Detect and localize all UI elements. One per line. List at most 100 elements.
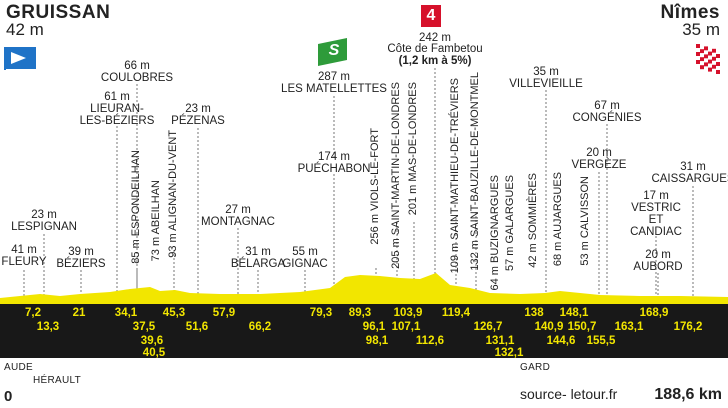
place-name: VILLEVIEILLE — [509, 78, 583, 90]
km-mark: 96,1 — [362, 321, 386, 333]
place-name: LIEURAN- — [90, 103, 144, 115]
place-altitude: 27 m — [225, 204, 251, 216]
region-herault: HÉRAULT — [33, 375, 82, 386]
place-vertical-label: 68 m AUJARGUES — [552, 172, 564, 267]
start-km: 0 — [4, 388, 13, 405]
elevation-area — [0, 273, 728, 304]
km-mark: 168,9 — [639, 307, 669, 319]
km-mark: 89,3 — [348, 307, 372, 319]
km-mark: 131,1 — [485, 335, 515, 347]
place-name: CAISSARGUES — [651, 173, 728, 185]
km-mark: 7,2 — [25, 307, 41, 319]
place-vertical-label: 73 m ABEILHAN — [150, 180, 162, 262]
km-mark: 37,5 — [132, 321, 156, 333]
place-altitude: 39 m — [68, 246, 94, 258]
km-mark: 51,6 — [185, 321, 209, 333]
sprint-name: LES MATELLETTES — [281, 83, 387, 95]
sprint-altitude: 287 m — [318, 71, 350, 83]
km-mark: 107,1 — [391, 321, 421, 333]
place-vertical-label: 205 m SAINT-MARTIN-DE-LONDRES — [390, 82, 402, 269]
place-vertical-label: 42 m SOMMIÈRES — [527, 173, 539, 268]
place-name: CONGÉNIES — [572, 112, 642, 124]
start-flag-icon — [4, 47, 36, 70]
place-name: MONTAGNAC — [201, 216, 275, 228]
place-name: VERGÈZE — [571, 159, 627, 171]
place-name: GIGNAC — [282, 258, 328, 270]
place-name: FLEURY — [1, 256, 47, 268]
place-vertical-label: 64 m BUZIGNARGUES — [489, 175, 501, 291]
place-altitude: 35 m — [533, 66, 559, 78]
km-mark: 21 — [72, 307, 86, 319]
place-altitude: 17 m — [643, 190, 669, 202]
place-vertical-label: 201 m MAS-DE-LONDRES — [407, 82, 419, 216]
km-mark: 98,1 — [365, 335, 389, 347]
finish-city: Nîmes — [660, 2, 720, 23]
region-gard: GARD — [520, 362, 551, 373]
km-mark: 148,1 — [559, 307, 589, 319]
place-name: BÉLARGA — [230, 258, 286, 270]
place-altitude: 31 m — [680, 161, 706, 173]
place-name: BÉZIERS — [56, 258, 106, 270]
km-mark: 34,1 — [114, 307, 138, 319]
place-name: PUÉCHABON — [297, 163, 371, 175]
km-mark: 66,2 — [248, 321, 272, 333]
place-altitude: 66 m — [124, 60, 150, 72]
place-name: ET — [648, 214, 664, 226]
km-mark: 140,9 — [534, 321, 564, 333]
place-name: CANDIAC — [630, 226, 682, 238]
km-mark: 132,1 — [494, 347, 524, 359]
km-mark: 150,7 — [567, 321, 597, 333]
km-mark: 13,3 — [36, 321, 60, 333]
place-vertical-label: 93 m ALIGNAN-DU-VENT — [167, 130, 179, 258]
place-name: LESPIGNAN — [11, 221, 77, 233]
climb-name: Côte de Fambetou — [387, 43, 483, 55]
km-mark: 163,1 — [614, 321, 644, 333]
place-altitude: 61 m — [104, 91, 130, 103]
climb-altitude: 242 m — [419, 32, 451, 44]
start-city: GRUISSAN — [6, 2, 111, 23]
km-mark: 144,6 — [546, 335, 576, 347]
place-altitude: 23 m — [185, 103, 211, 115]
km-mark: 57,9 — [212, 307, 236, 319]
km-mark: 176,2 — [673, 321, 703, 333]
place-name: AUBORD — [633, 261, 683, 273]
source-credit: source- letour.fr — [520, 386, 618, 402]
km-mark: 103,9 — [393, 307, 423, 319]
place-name: COULOBRES — [100, 72, 174, 84]
km-mark: 119,4 — [441, 307, 471, 319]
km-mark: 138 — [524, 307, 544, 319]
place-altitude: 31 m — [245, 246, 271, 258]
place-vertical-label: 57 m GALARGUES — [504, 175, 516, 271]
place-altitude: 20 m — [586, 147, 612, 159]
km-mark: 112,6 — [415, 335, 445, 347]
total-distance: 188,6 km — [654, 386, 722, 403]
place-altitude: 20 m — [645, 249, 671, 261]
place-altitude: 55 m — [292, 246, 318, 258]
km-mark: 40,5 — [142, 347, 166, 359]
start-altitude: 42 m — [6, 20, 44, 39]
km-mark: 39,6 — [140, 335, 164, 347]
place-name: VESTRIC — [631, 202, 681, 214]
sprint-icon — [318, 38, 347, 66]
region-aude: AUDE — [4, 362, 33, 373]
place-altitude: 174 m — [318, 151, 350, 163]
km-mark: 79,3 — [309, 307, 333, 319]
finish-flag-icon — [696, 44, 720, 74]
climb-badge-label: 4 — [426, 7, 436, 24]
climb-category-icon — [421, 5, 441, 27]
place-vertical-label: 85 m ESPONDEILHAN — [130, 150, 142, 264]
